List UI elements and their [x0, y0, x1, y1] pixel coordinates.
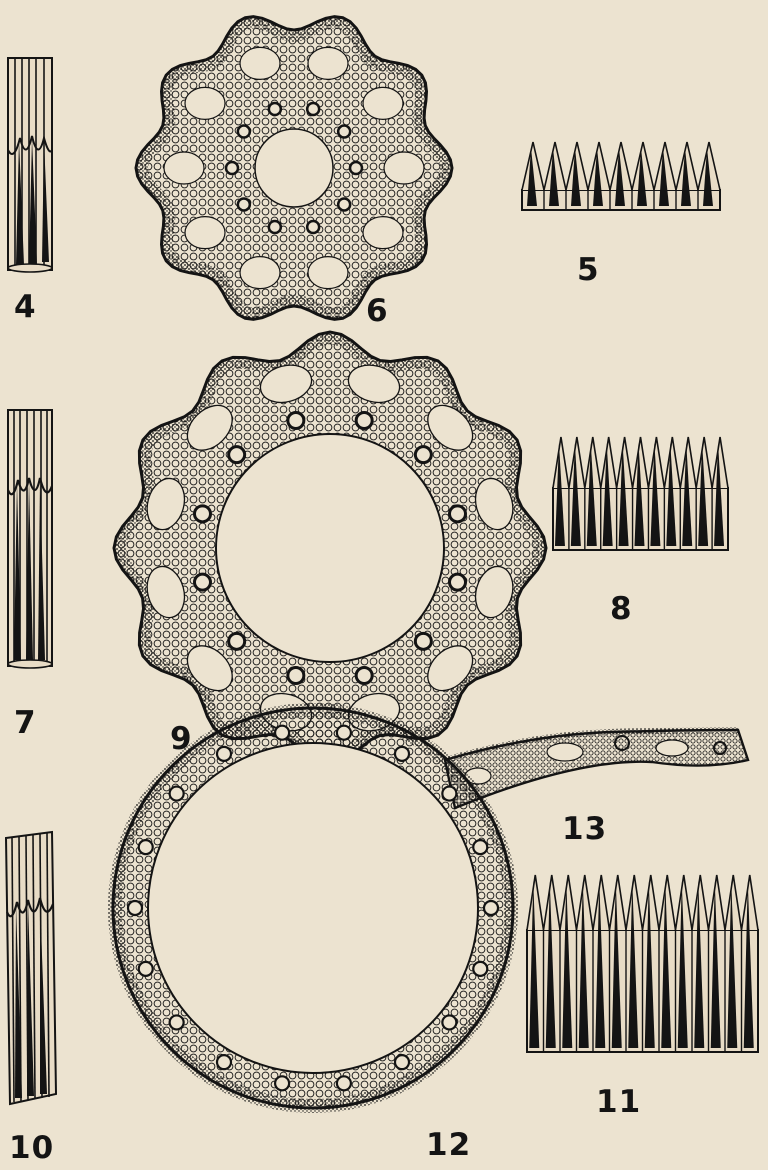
fig10-stem-segment	[6, 832, 56, 1104]
fig11-tooth	[544, 875, 561, 930]
fig11-tooth	[725, 875, 742, 930]
fig9-bundle	[229, 447, 245, 463]
fig11-tooth	[709, 875, 726, 930]
fig9-bundle	[450, 574, 466, 590]
fig12-bundle	[395, 747, 409, 761]
fig6-bundle	[307, 221, 319, 233]
fig12-bundle	[442, 787, 456, 801]
fig4-stem-segment	[8, 58, 52, 272]
fig6-bundle	[238, 198, 250, 210]
fig12-bundle	[139, 962, 153, 976]
fig9-bundle	[356, 412, 372, 428]
fig12-bundle	[395, 1055, 409, 1069]
fig6-cavity	[240, 47, 280, 79]
fig12-bundle	[337, 726, 351, 740]
fig9-bundle	[194, 506, 210, 522]
fig9-cross-section	[114, 332, 546, 764]
fig6-cavity	[384, 152, 424, 184]
fig6-label: 6	[366, 296, 389, 327]
fig10-label: 10	[9, 1133, 54, 1164]
fig6-cavity	[308, 47, 348, 79]
fig6-bundle	[269, 221, 281, 233]
fig12-bundle	[484, 901, 498, 915]
fig11-tooth	[659, 875, 676, 930]
fig12-bundle	[170, 1015, 184, 1029]
fig6-cavity	[164, 152, 204, 184]
fig9-bundle	[288, 668, 304, 684]
fig6-bundle	[338, 126, 350, 138]
fig6-cavity	[363, 217, 403, 249]
fig9-bundle	[194, 574, 210, 590]
fig5-teeth-row	[522, 142, 720, 210]
fig12-bundle	[217, 747, 231, 761]
fig12-bundle	[337, 1076, 351, 1090]
fig11-tooth	[676, 875, 693, 930]
fig11-tooth	[577, 875, 594, 930]
fig11-teeth-row	[527, 875, 758, 1052]
fig12-bundle	[139, 840, 153, 854]
fig6-cavity	[185, 217, 225, 249]
fig9-bundle	[450, 506, 466, 522]
fig11-tooth	[610, 875, 627, 930]
fig6-cavity	[185, 87, 225, 119]
fig11-tooth	[527, 875, 544, 930]
fig12-bundle	[275, 726, 289, 740]
fig11-tooth	[692, 875, 709, 930]
fig13-label: 13	[562, 814, 607, 845]
fig6-cavity	[308, 257, 348, 289]
fig9-bundle	[356, 668, 372, 684]
fig8-label: 8	[610, 594, 633, 625]
fig6-cavity	[240, 257, 280, 289]
fig11-label: 11	[596, 1087, 641, 1118]
fig12-bundle	[128, 901, 142, 915]
fig8-teeth-row	[553, 437, 728, 550]
fig12-label: 12	[426, 1130, 471, 1161]
fig6-bundle	[307, 103, 319, 115]
fig12-bundle	[217, 1055, 231, 1069]
fig11-tooth	[560, 875, 577, 930]
fig6-bundle	[338, 198, 350, 210]
fig6-cross-section	[136, 17, 452, 320]
fig12-bundle	[442, 1015, 456, 1029]
fig12-bundle	[473, 840, 487, 854]
fig11-tooth	[626, 875, 643, 930]
fig11-tooth	[643, 875, 660, 930]
fig9-bundle	[415, 633, 431, 649]
fig9-bundle	[229, 633, 245, 649]
fig6-bundle	[269, 103, 281, 115]
fig4-label: 4	[14, 292, 37, 323]
fig12-bundle	[170, 787, 184, 801]
fig6-bundle	[238, 126, 250, 138]
fig12-cross-section	[113, 708, 513, 1108]
fig6-cavity	[363, 87, 403, 119]
fig9-bundle	[415, 447, 431, 463]
fig9-bundle	[288, 412, 304, 428]
fig11-tooth	[742, 875, 759, 930]
fig12-bundle	[275, 1076, 289, 1090]
fig11-tooth	[593, 875, 610, 930]
fig12-bundle	[473, 962, 487, 976]
fig5-label: 5	[577, 255, 600, 286]
fig6-bundle	[350, 162, 362, 174]
fig7-label: 7	[14, 708, 37, 739]
fig7-stem-segment	[8, 410, 52, 668]
fig6-bundle	[226, 162, 238, 174]
fig9-label: 9	[170, 724, 193, 755]
fig13-fragment	[445, 730, 748, 808]
